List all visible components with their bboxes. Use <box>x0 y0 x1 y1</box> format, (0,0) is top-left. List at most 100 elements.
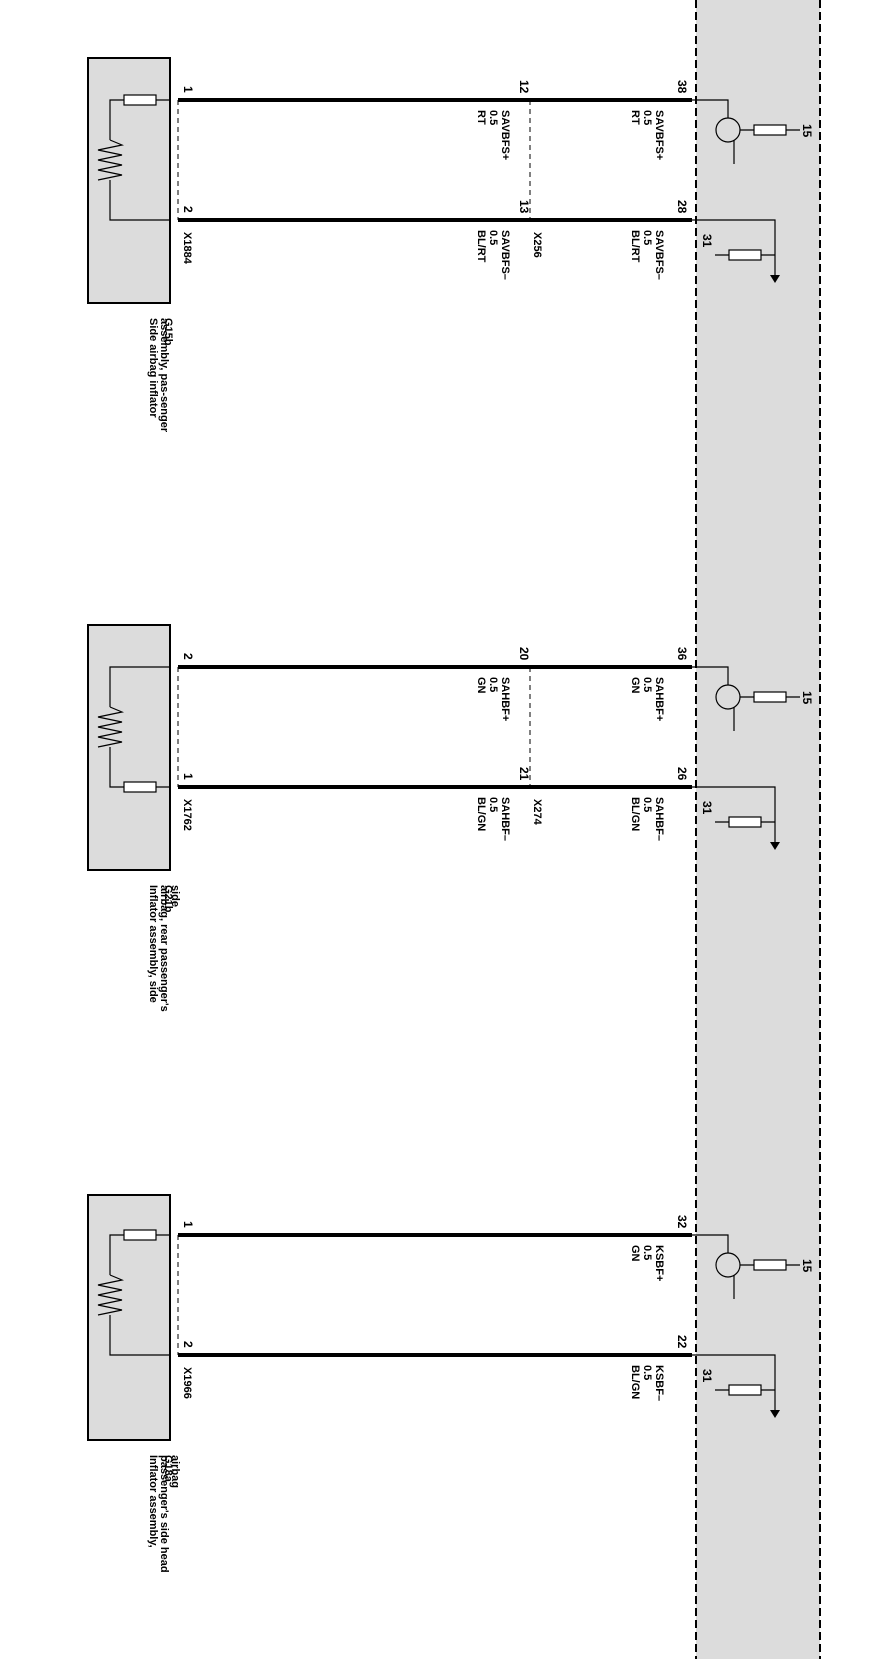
component-description-line: side <box>169 885 181 907</box>
component-pin-neg: 2 <box>181 1341 195 1348</box>
component-description-line: airbag <box>169 1455 181 1488</box>
wire-label-comp-neg: 0.5 <box>487 797 499 812</box>
inline-pin-pos: 20 <box>517 647 531 661</box>
component-description-line: assembly, pas-senger <box>158 318 170 433</box>
wire-label-ecu-pos: KSBF+ <box>653 1245 665 1281</box>
component-pin-pos: 2 <box>181 653 195 660</box>
component-connector-id: X1966 <box>181 1367 193 1399</box>
terminal-15-label: 15 <box>800 124 814 138</box>
terminal-15-resistor <box>753 691 787 703</box>
wire-label-ecu-pos: 0.5 <box>641 1245 653 1260</box>
wire-label-ecu-neg: SAHBF– <box>653 797 665 841</box>
wire-label-ecu-pos: SAHBF+ <box>653 677 665 721</box>
wire-label-ecu-neg: KSBF– <box>653 1365 665 1401</box>
wire-label-ecu-pos: RT <box>629 110 641 125</box>
terminal-15-label: 15 <box>800 691 814 705</box>
wire-label-ecu-neg: 0.5 <box>641 797 653 812</box>
inflator-lead-neg <box>109 1315 170 1356</box>
ground-symbol <box>770 842 780 850</box>
wire-label-comp-pos: RT <box>475 110 487 125</box>
ecu-pin-pos: 32 <box>675 1215 689 1229</box>
wire-label-comp-neg: BL/RT <box>475 230 487 263</box>
wire-label-comp-neg: SAHBF– <box>499 797 511 841</box>
inflator-element-zigzag <box>97 706 125 748</box>
wire-label-ecu-pos: GN <box>629 1245 641 1262</box>
inflator-element-zigzag <box>97 139 125 181</box>
ground-lead <box>692 1354 776 1410</box>
inline-pin-neg: 21 <box>517 767 531 781</box>
component-description: Side airbag inflatorassembly, pas-senger <box>147 318 170 433</box>
inflator-resistor <box>123 94 157 106</box>
component-connector-id: X1884 <box>181 232 193 265</box>
transistor-lead <box>692 666 729 685</box>
ground-symbol <box>770 275 780 283</box>
wire-label-comp-neg: SAVBFS– <box>499 230 511 280</box>
wire-label-comp-pos: GN <box>475 677 487 694</box>
transistor-lead <box>692 1234 729 1253</box>
wire-label-ecu-pos: GN <box>629 677 641 694</box>
terminal-15-label: 15 <box>800 1259 814 1273</box>
component-pin-pos: 1 <box>181 86 195 93</box>
wire-label-ecu-pos: 0.5 <box>641 110 653 125</box>
component-connector-id: X1762 <box>181 799 193 831</box>
wire-label-ecu-pos: 0.5 <box>641 677 653 692</box>
component-id: G21b <box>162 885 174 913</box>
ecu-pin-neg: 28 <box>675 200 689 214</box>
inline-connector-id: X274 <box>531 799 543 826</box>
wire-label-comp-pos: SAHBF+ <box>499 677 511 721</box>
inflator-resistor <box>123 781 157 793</box>
wire-label-ecu-neg: 0.5 <box>641 1365 653 1380</box>
component-pin-neg: 2 <box>181 206 195 213</box>
component-description-line: Inflator assembly, side <box>147 885 159 1003</box>
component-id: G18a <box>162 1455 174 1483</box>
component-description-line: Inflator assembly, <box>147 1455 159 1548</box>
ground-lead <box>692 786 776 842</box>
wire-label-ecu-pos: SAVBFS+ <box>653 110 665 160</box>
inflator-resistor <box>123 1229 157 1241</box>
inline-pin-pos: 12 <box>517 80 531 94</box>
ecu-pin-neg: 26 <box>675 767 689 781</box>
ecu-pin-pos: 36 <box>675 647 689 661</box>
wire-label-comp-neg: 0.5 <box>487 230 499 245</box>
terminal-15-resistor <box>753 1259 787 1271</box>
control-unit-region <box>696 0 820 1659</box>
terminal-31-label: 31 <box>700 1369 714 1383</box>
wire-label-comp-neg: BL/GN <box>475 797 487 831</box>
wire-label-ecu-neg: 0.5 <box>641 230 653 245</box>
wire-label-ecu-neg: SAVBFS– <box>653 230 665 280</box>
transistor-lead <box>692 99 729 118</box>
ground-resistor <box>728 249 762 261</box>
ground-symbol <box>770 1410 780 1418</box>
inline-connector-id: X256 <box>531 232 543 258</box>
terminal-31-label: 31 <box>700 234 714 248</box>
component-id: G15b <box>162 318 174 346</box>
wire-label-comp-pos: 0.5 <box>487 110 499 125</box>
inflator-lead-neg <box>109 180 170 221</box>
wire-label-comp-pos: SAVBFS+ <box>499 110 511 160</box>
ground-resistor <box>728 816 762 828</box>
component-pin-pos: 1 <box>181 1221 195 1228</box>
ground-lead <box>692 219 776 275</box>
ecu-pin-pos: 38 <box>675 80 689 94</box>
inline-pin-neg: 13 <box>517 200 531 214</box>
ecu-pin-neg: 22 <box>675 1335 689 1349</box>
wire-label-ecu-neg: BL/GN <box>629 797 641 831</box>
terminal-31-label: 31 <box>700 801 714 815</box>
inflator-element-zigzag <box>97 1274 125 1316</box>
ground-resistor <box>728 1384 762 1396</box>
wire-label-ecu-neg: BL/GN <box>629 1365 641 1399</box>
component-description-line: passenger's side head <box>158 1455 170 1573</box>
component-description-line: Side airbag inflator <box>147 318 159 418</box>
inflator-lead-pos <box>109 666 170 707</box>
terminal-15-resistor <box>753 124 787 136</box>
component-pin-neg: 1 <box>181 773 195 780</box>
component-description: Inflator assembly, sideairbag, rear pass… <box>147 885 181 1012</box>
component-description: Inflator assembly,passenger's side heada… <box>147 1455 181 1573</box>
component-description-line: airbag, rear passenger's <box>158 885 170 1012</box>
circuit-group-g18a: 123222X1966KSBF+0.5GNKSBF–0.5BL/GNG18aIn… <box>87 1194 814 1573</box>
wire-label-comp-pos: 0.5 <box>487 677 499 692</box>
component-box <box>87 624 171 871</box>
